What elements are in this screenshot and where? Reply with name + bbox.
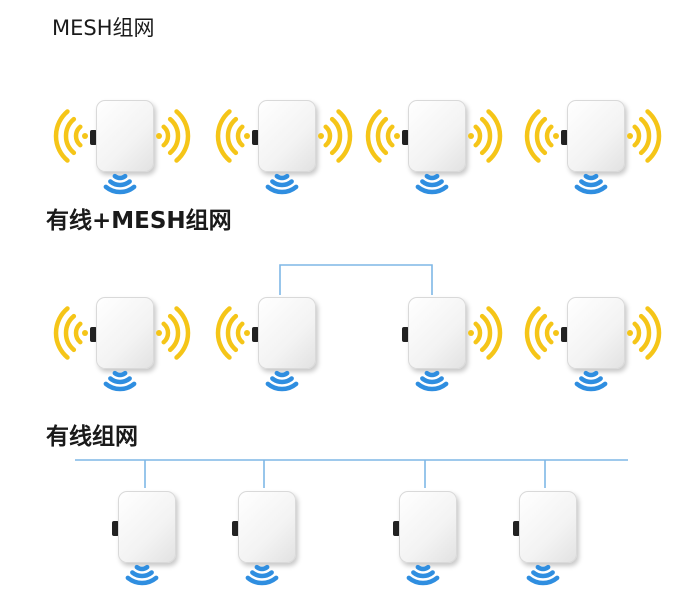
access-point-body <box>96 100 154 172</box>
access-point-body <box>238 491 296 563</box>
mesh-signal-icon <box>115 561 169 593</box>
wifi-signal-icon <box>44 306 92 364</box>
mesh-signal-icon <box>93 367 147 399</box>
access-point-body <box>408 297 466 369</box>
mesh-signal-icon <box>255 170 309 202</box>
wifi-signal-icon <box>464 109 512 167</box>
wireless-access-point-icon <box>78 297 154 392</box>
power-plug-icon <box>252 130 259 145</box>
wifi-signal-icon <box>515 109 563 167</box>
power-plug-icon <box>232 521 239 536</box>
mesh-signal-icon <box>405 170 459 202</box>
mesh-signal-icon <box>516 561 570 593</box>
access-point-body <box>519 491 577 563</box>
access-point-body <box>399 491 457 563</box>
mesh-signal-icon <box>396 561 450 593</box>
access-point-body <box>118 491 176 563</box>
power-plug-icon <box>252 327 259 342</box>
access-point-body <box>567 297 625 369</box>
wifi-signal-icon <box>515 306 563 364</box>
wireless-access-point-icon <box>78 100 154 195</box>
wifi-signal-icon <box>464 306 512 364</box>
access-point-body <box>258 297 316 369</box>
section-title-wired-mesh: 有线+MESH组网 <box>46 208 232 234</box>
mesh-signal-icon <box>564 367 618 399</box>
wireless-access-point-icon <box>549 297 625 392</box>
power-plug-icon <box>561 130 568 145</box>
wifi-signal-icon <box>152 306 200 364</box>
access-point-body <box>408 100 466 172</box>
wireless-access-point-icon <box>240 100 316 195</box>
mesh-signal-icon <box>405 367 459 399</box>
section-title-wired: 有线组网 <box>46 424 138 450</box>
access-point-body <box>258 100 316 172</box>
power-plug-icon <box>90 130 97 145</box>
mesh-signal-icon <box>235 561 289 593</box>
power-plug-icon <box>393 521 400 536</box>
section-title-mesh: MESH组网 <box>52 16 155 40</box>
wifi-signal-icon <box>44 109 92 167</box>
access-point-body <box>567 100 625 172</box>
wireless-access-point-icon <box>220 491 296 586</box>
power-plug-icon <box>112 521 119 536</box>
power-plug-icon <box>90 327 97 342</box>
wifi-signal-icon <box>623 306 671 364</box>
wireless-access-point-icon <box>390 100 466 195</box>
wifi-signal-icon <box>206 306 254 364</box>
wired-link-row-2 <box>279 264 433 295</box>
wifi-signal-icon <box>356 109 404 167</box>
wifi-signal-icon <box>314 109 362 167</box>
wireless-access-point-icon <box>240 297 316 392</box>
power-plug-icon <box>402 327 409 342</box>
wireless-access-point-icon <box>390 297 466 392</box>
access-point-body <box>96 297 154 369</box>
mesh-signal-icon <box>564 170 618 202</box>
wireless-access-point-icon <box>100 491 176 586</box>
wifi-signal-icon <box>206 109 254 167</box>
wireless-access-point-icon <box>549 100 625 195</box>
wired-bus-row-3 <box>75 459 628 488</box>
wifi-signal-icon <box>623 109 671 167</box>
wireless-access-point-icon <box>501 491 577 586</box>
wireless-access-point-icon <box>381 491 457 586</box>
power-plug-icon <box>561 327 568 342</box>
mesh-signal-icon <box>255 367 309 399</box>
power-plug-icon <box>513 521 520 536</box>
wifi-signal-icon <box>152 109 200 167</box>
mesh-signal-icon <box>93 170 147 202</box>
power-plug-icon <box>402 130 409 145</box>
